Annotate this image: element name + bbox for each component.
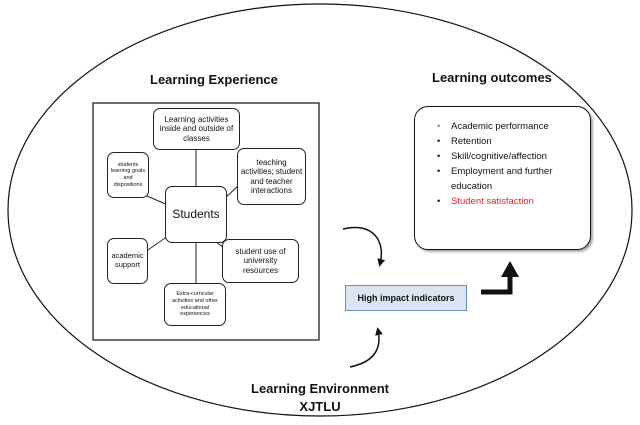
node-extra-curricular: Extra-curricular activities and other ed…	[164, 283, 226, 326]
outcome-item: Retention	[437, 134, 590, 149]
high-impact-indicators-box: High impact indicators	[345, 285, 467, 311]
outcome-item: Academic performance	[437, 119, 590, 134]
outcome-item: Employment and further education	[437, 164, 590, 194]
node-university-resources: student use of university resources	[222, 239, 299, 283]
node-teaching-activities: teaching activities; student and teacher…	[237, 148, 306, 205]
outcomes-box: Academic performance Retention Skill/cog…	[414, 106, 591, 250]
curved-arrow-top	[342, 226, 386, 267]
environment-ellipse	[7, 3, 633, 417]
heading-learning-environment: Learning Environment	[251, 381, 389, 396]
curved-arrow-bottom	[349, 327, 383, 368]
node-students: Students	[165, 186, 227, 243]
node-learning-activities: Learning activities inside and outside o…	[153, 108, 240, 150]
node-academic-support: academic support	[107, 238, 148, 284]
step-arrow	[481, 275, 513, 295]
node-learning-goals: students learning goals and dispositions	[107, 152, 149, 198]
outcome-item: Skill/cognitive/affection	[437, 149, 590, 164]
heading-learning-experience: Learning Experience	[150, 72, 278, 87]
outcome-item-highlight: Student satisfaction	[437, 194, 590, 209]
step-arrow-head	[501, 261, 519, 277]
outcomes-list: Academic performance Retention Skill/cog…	[415, 107, 590, 209]
heading-learning-outcomes: Learning outcomes	[432, 70, 552, 85]
heading-institution: XJTLU	[299, 399, 341, 414]
